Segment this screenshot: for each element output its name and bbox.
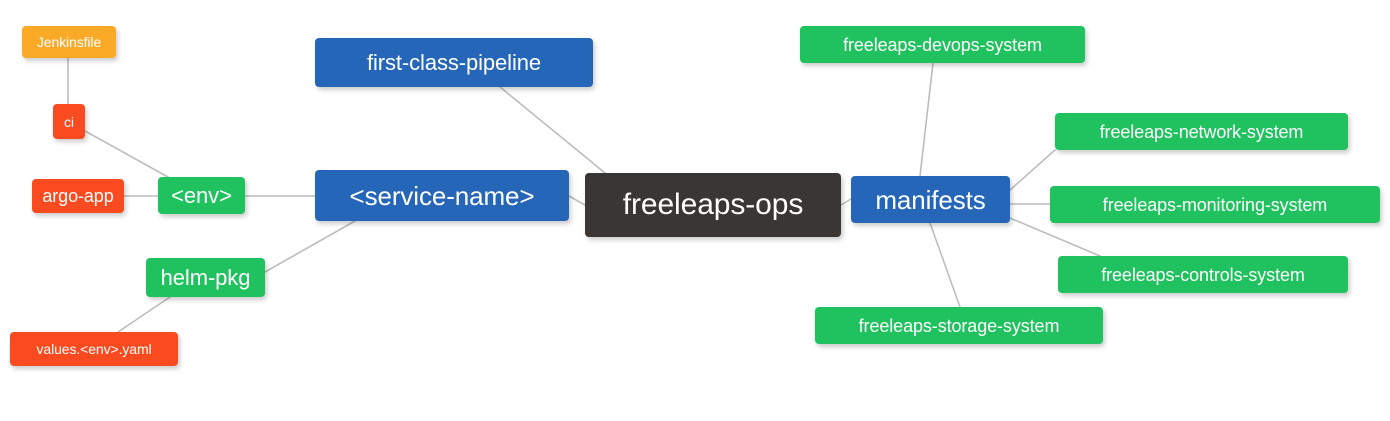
- mindmap-node-freeleaps-ops[interactable]: freeleaps-ops: [585, 173, 841, 237]
- edge-manifests-to-freeleaps-devops-system: [919, 62, 934, 177]
- mindmap-node-freeleaps-controls-system[interactable]: freeleaps-controls-system: [1058, 256, 1348, 293]
- mindmap-node-freeleaps-devops-system[interactable]: freeleaps-devops-system: [800, 26, 1085, 63]
- edge-freeleaps-ops-to-first-class-pipeline: [499, 86, 606, 174]
- edge-freeleaps-ops-to-service-name: [568, 195, 586, 206]
- edge-manifests-to-freeleaps-controls-system: [1009, 217, 1101, 257]
- mindmap-node-argo-app[interactable]: argo-app: [32, 179, 124, 213]
- mindmap-node-values-env-yaml[interactable]: values.<env>.yaml: [10, 332, 178, 366]
- edge-env-to-ci: [84, 130, 169, 178]
- mindmap-node-freeleaps-storage-system[interactable]: freeleaps-storage-system: [815, 307, 1103, 344]
- mindmap-node-manifests[interactable]: manifests: [851, 176, 1010, 223]
- mindmap-node-ci[interactable]: ci: [53, 104, 85, 139]
- mindmap-node-first-class-pipeline[interactable]: first-class-pipeline: [315, 38, 593, 87]
- mindmap-node-helm-pkg[interactable]: helm-pkg: [146, 258, 265, 297]
- edge-manifests-to-freeleaps-network-system: [1009, 149, 1056, 191]
- mindmap-node-jenkinsfile[interactable]: Jenkinsfile: [22, 26, 116, 58]
- edge-manifests-to-freeleaps-storage-system: [929, 222, 961, 308]
- edge-service-name-to-helm-pkg: [264, 220, 356, 273]
- mindmap-node-service-name[interactable]: <service-name>: [315, 170, 569, 221]
- mindmap-node-freeleaps-network-system[interactable]: freeleaps-network-system: [1055, 113, 1348, 150]
- edge-freeleaps-ops-to-manifests: [840, 198, 852, 206]
- edge-helm-pkg-to-values-env-yaml: [117, 296, 171, 333]
- mindmap-node-env[interactable]: <env>: [158, 177, 245, 214]
- mindmap-node-freeleaps-monitoring-system[interactable]: freeleaps-monitoring-system: [1050, 186, 1380, 223]
